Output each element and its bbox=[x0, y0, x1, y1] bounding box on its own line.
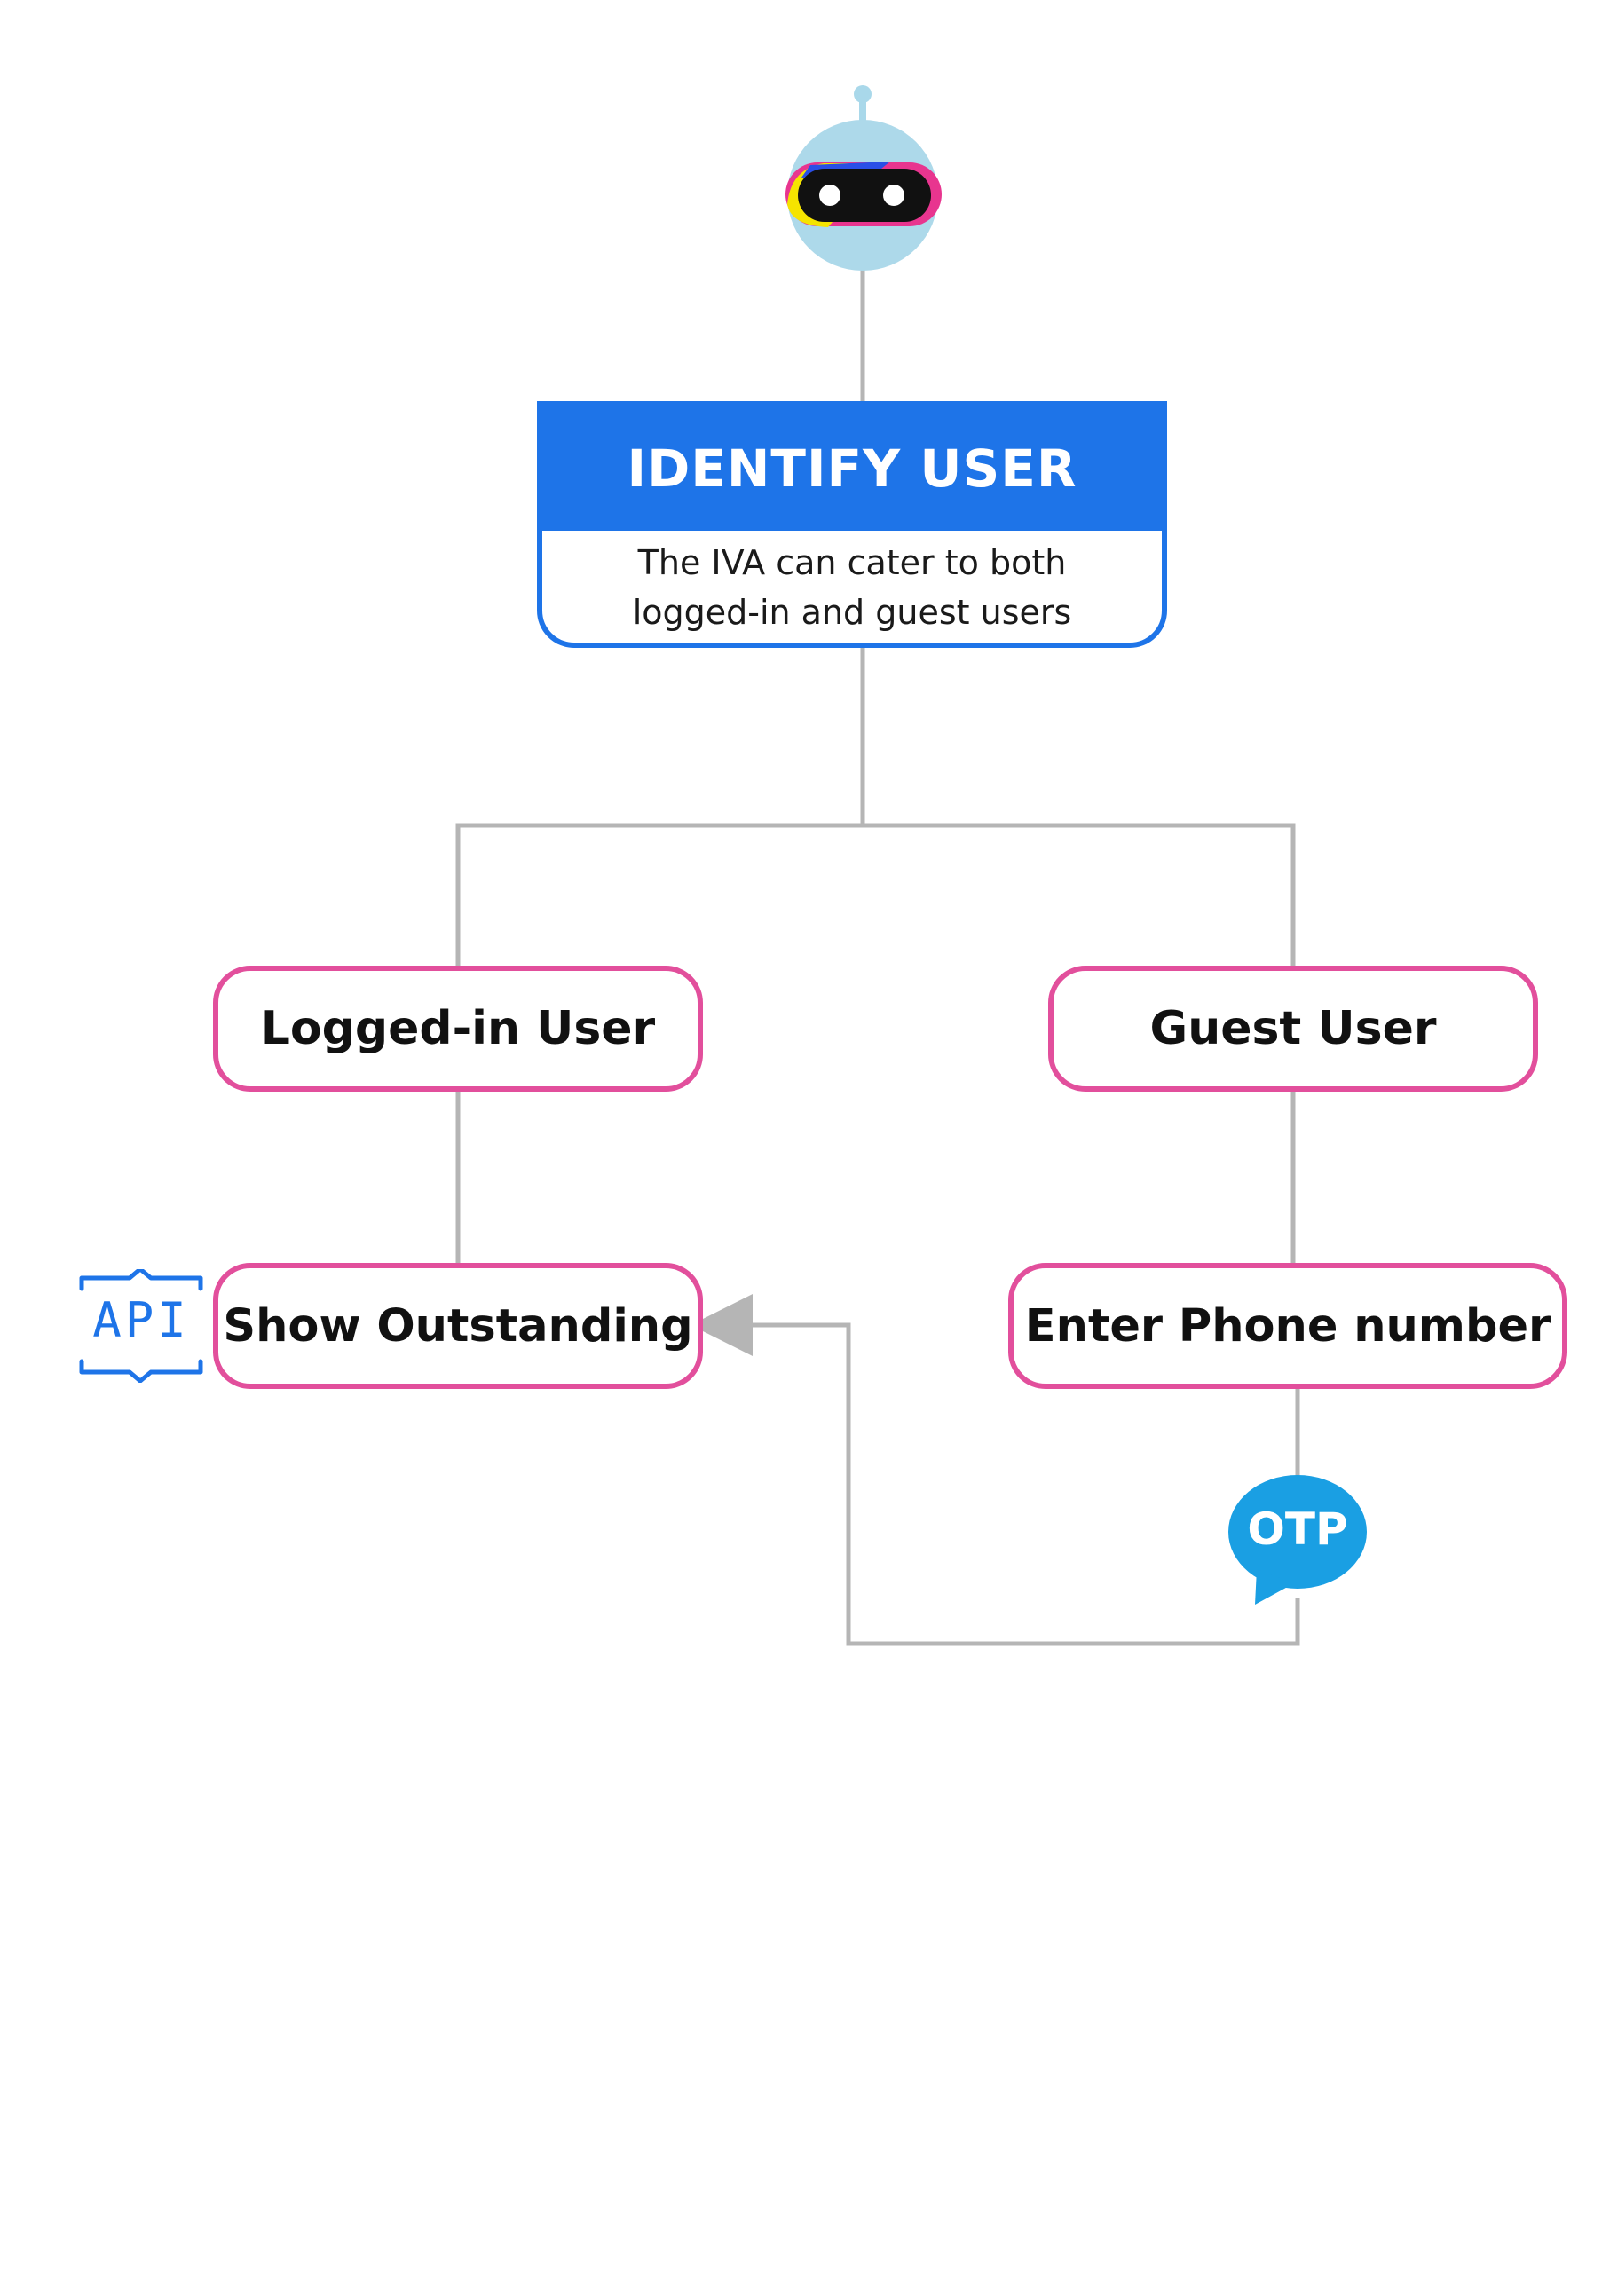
api-badge-label: API bbox=[92, 1292, 190, 1348]
guest-user-node: Guest User bbox=[1048, 966, 1538, 1092]
logged-in-user-node: Logged-in User bbox=[213, 966, 703, 1092]
description-line-2: logged-in and guest users bbox=[632, 593, 1072, 632]
identify-user-card: IDENTIFY USER The IVA can cater to both … bbox=[537, 401, 1167, 648]
identify-user-description: The IVA can cater to both logged-in and … bbox=[542, 533, 1162, 643]
description-line-1: The IVA can cater to both bbox=[637, 543, 1067, 582]
identify-user-title: IDENTIFY USER bbox=[542, 406, 1162, 531]
robot-icon bbox=[775, 71, 952, 302]
enter-phone-number-node: Enter Phone number bbox=[1008, 1263, 1567, 1389]
show-outstanding-node: Show Outstanding bbox=[213, 1263, 703, 1389]
otp-to-show-arrow bbox=[691, 1294, 1300, 1646]
otp-badge-label: OTP bbox=[1247, 1503, 1348, 1555]
api-icon: API bbox=[78, 1266, 204, 1384]
otp-bubble-icon: OTP bbox=[1227, 1473, 1369, 1608]
branch-line bbox=[455, 823, 1296, 966]
